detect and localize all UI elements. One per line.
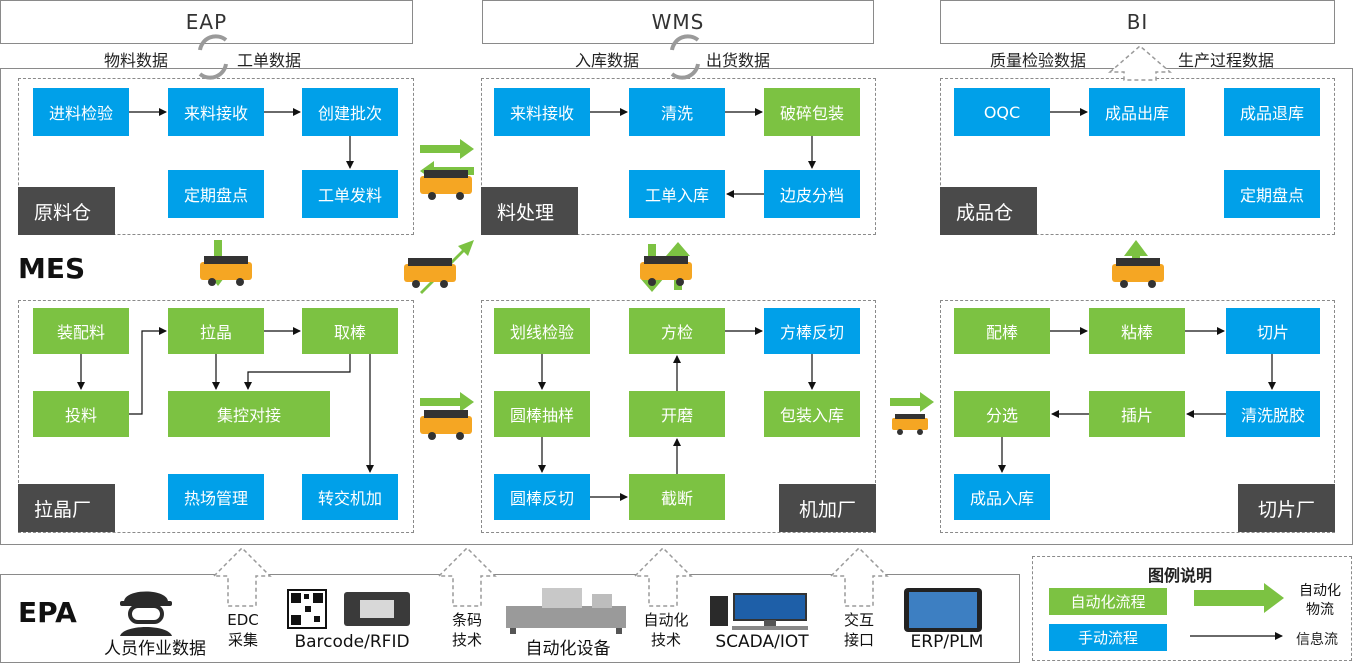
node-thermal: 热场管理 bbox=[168, 474, 264, 520]
node-clean: 清洗 bbox=[629, 88, 725, 136]
eap-title: EAP bbox=[185, 10, 228, 34]
node-take-rod: 取棒 bbox=[302, 308, 398, 354]
tech-automation: 自动化技术 bbox=[643, 611, 689, 649]
node-sort: 分选 bbox=[954, 391, 1050, 437]
node-truncate: 截断 bbox=[629, 474, 725, 520]
zone-label-finished: 成品仓 bbox=[940, 187, 1037, 235]
legend-title: 图例说明 bbox=[1148, 566, 1213, 585]
epa-item-erp: ERP/PLM bbox=[910, 632, 984, 652]
epa-item-automation: 自动化设备 bbox=[525, 639, 611, 659]
node-fg-store: 成品入库 bbox=[954, 474, 1050, 520]
node-glue-rod: 粘棒 bbox=[1089, 308, 1185, 354]
node-fg-return: 成品退库 bbox=[1224, 88, 1320, 136]
legend-auto-process: 自动化流程 bbox=[1049, 588, 1167, 615]
zone-slicing-plant bbox=[940, 300, 1335, 533]
node-oqc: OQC bbox=[954, 88, 1050, 136]
node-periodic-count-fg: 定期盘点 bbox=[1224, 170, 1320, 218]
zone-pulling-plant bbox=[18, 300, 414, 533]
node-crush-pack: 破碎包装 bbox=[764, 88, 860, 136]
node-feed: 投料 bbox=[33, 391, 129, 437]
legend-info-flow-label: 信息流 bbox=[1296, 632, 1338, 648]
tech-interface: 交互接口 bbox=[843, 611, 874, 649]
node-match-rod: 配棒 bbox=[954, 308, 1050, 354]
node-fg-out: 成品出库 bbox=[1089, 88, 1185, 136]
node-square-inspect: 方检 bbox=[629, 308, 725, 354]
zone-label-raw: 原料仓 bbox=[18, 187, 115, 235]
zone-label-pulling: 拉晶厂 bbox=[18, 484, 115, 532]
bi-process-data: 生产过程数据 bbox=[1178, 51, 1275, 70]
zone-label-material: 料处理 bbox=[481, 187, 578, 235]
tech-barcode: 条码技术 bbox=[451, 611, 482, 649]
node-round-sample: 圆棒抽样 bbox=[494, 391, 590, 437]
node-edge-grade: 边皮分档 bbox=[764, 170, 860, 218]
epa-item-scada: SCADA/IOT bbox=[715, 632, 809, 652]
node-incoming-inspection: 进料检验 bbox=[33, 88, 129, 136]
node-incoming-receive: 来料接收 bbox=[168, 88, 264, 136]
node-insert: 插片 bbox=[1089, 391, 1185, 437]
node-round-cut: 圆棒反切 bbox=[494, 474, 590, 520]
legend-panel bbox=[1032, 556, 1352, 661]
node-square-cut: 方棒反切 bbox=[764, 308, 860, 354]
legend-auto-flow-label: 自动化物流 bbox=[1299, 583, 1341, 618]
wms-title: WMS bbox=[651, 10, 705, 34]
node-central-link: 集控对接 bbox=[168, 391, 330, 437]
eap-box: EAP bbox=[0, 0, 413, 44]
node-pack-store: 包装入库 bbox=[764, 391, 860, 437]
node-assemble: 装配料 bbox=[33, 308, 129, 354]
wms-shipping-data: 出货数据 bbox=[706, 51, 771, 70]
node-transfer-machining: 转交机加 bbox=[302, 474, 398, 520]
node-material-receive: 来料接收 bbox=[494, 88, 590, 136]
node-grind: 开磨 bbox=[629, 391, 725, 437]
zone-machining-plant bbox=[481, 300, 876, 533]
node-slice: 切片 bbox=[1226, 308, 1320, 354]
eap-material-data: 物料数据 bbox=[104, 51, 169, 70]
eap-work-order-data: 工单数据 bbox=[237, 51, 302, 70]
wms-inbound-data: 入库数据 bbox=[575, 51, 640, 70]
node-pull-crystal: 拉晶 bbox=[168, 308, 264, 354]
mes-label: MES bbox=[18, 252, 86, 285]
legend-manual-process: 手动流程 bbox=[1049, 624, 1167, 651]
zone-label-slicing: 切片厂 bbox=[1238, 484, 1335, 532]
epa-label: EPA bbox=[18, 596, 77, 629]
bi-quality-data: 质量检验数据 bbox=[990, 51, 1087, 70]
node-line-inspect: 划线检验 bbox=[494, 308, 590, 354]
zone-label-machining: 机加厂 bbox=[779, 484, 876, 532]
node-periodic-count-raw: 定期盘点 bbox=[168, 170, 264, 218]
node-wash-degum: 清洗脱胶 bbox=[1226, 391, 1320, 437]
node-create-batch: 创建批次 bbox=[302, 88, 398, 136]
epa-item-barcode: Barcode/RFID bbox=[294, 632, 410, 652]
node-work-order-store: 工单入库 bbox=[629, 170, 725, 218]
epa-item-personnel: 人员作业数据 bbox=[104, 639, 206, 659]
bi-box: BI bbox=[940, 0, 1335, 44]
wms-box: WMS bbox=[482, 0, 874, 44]
bi-title: BI bbox=[1126, 10, 1149, 34]
node-work-order-issue: 工单发料 bbox=[302, 170, 398, 218]
